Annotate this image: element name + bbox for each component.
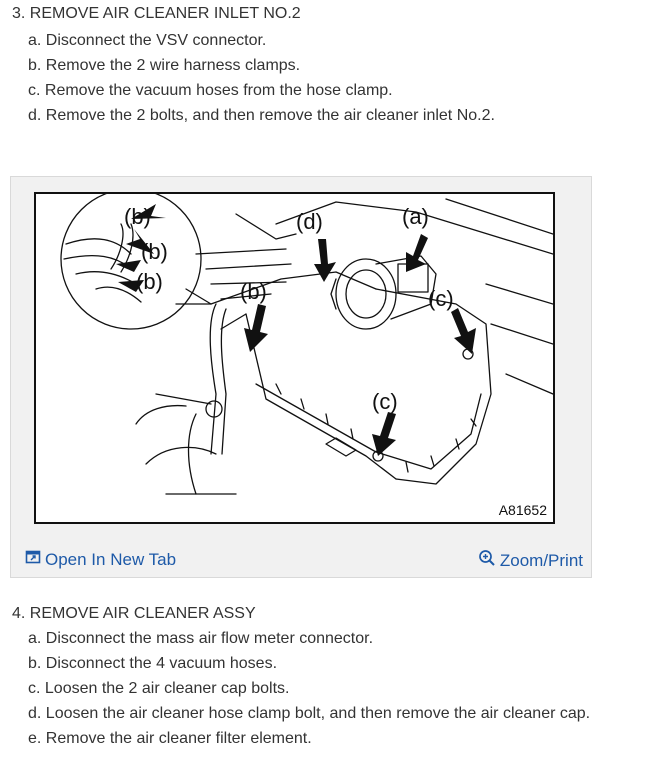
callout-label-b: (b) [124,204,151,229]
zoom-print-button[interactable]: Zoom/Print [478,549,583,572]
steps-list-inlet: a. Disconnect the VSV connector. b. Remo… [28,28,495,128]
callout-label-b: (b) [136,269,163,294]
callout-label-a: (a) [402,204,429,229]
list-item: c. Loosen the 2 air cleaner cap bolts. [28,680,290,697]
callout-label-d: (d) [296,209,323,234]
open-new-tab-icon [25,549,41,570]
zoom-in-icon [478,549,496,572]
list-item: d. Remove the 2 bolts, and then remove t… [28,107,495,124]
callout-label-b: (b) [240,279,267,304]
list-item: c. Remove the vacuum hoses from the hose… [28,82,393,99]
figure-card: (b) (b) (b) (d) (a) (b) (c) (c) A81652 O… [10,176,592,578]
open-new-tab-button[interactable]: Open In New Tab [25,549,176,570]
steps-list-assy: a. Disconnect the mass air flow meter co… [28,626,590,751]
section-title-remove-inlet: 3. REMOVE AIR CLEANER INLET NO.2 [12,5,301,22]
zoom-print-label: Zoom/Print [499,550,583,570]
list-item: a. Disconnect the VSV connector. [28,32,267,49]
open-new-tab-label: Open In New Tab [45,549,177,569]
callout-label-c: (c) [372,389,398,414]
air-cleaner-diagram: (b) (b) (b) (d) (a) (b) (c) (c) [60,194,553,495]
list-item: a. Disconnect the mass air flow meter co… [28,630,374,647]
callout-label-c: (c) [428,286,454,311]
list-item: b. Disconnect the 4 vacuum hoses. [28,655,278,672]
list-item: e. Remove the air cleaner filter element… [28,730,312,747]
diagram-image[interactable]: (b) (b) (b) (d) (a) (b) (c) (c) A81652 [34,192,555,524]
section-title-remove-assy: 4. REMOVE AIR CLEANER ASSY [12,605,256,622]
callout-label-b: (b) [141,239,168,264]
list-item: b. Remove the 2 wire harness clamps. [28,57,301,74]
figure-code: A81652 [498,502,547,518]
list-item: d. Loosen the air cleaner hose clamp bol… [28,705,591,722]
